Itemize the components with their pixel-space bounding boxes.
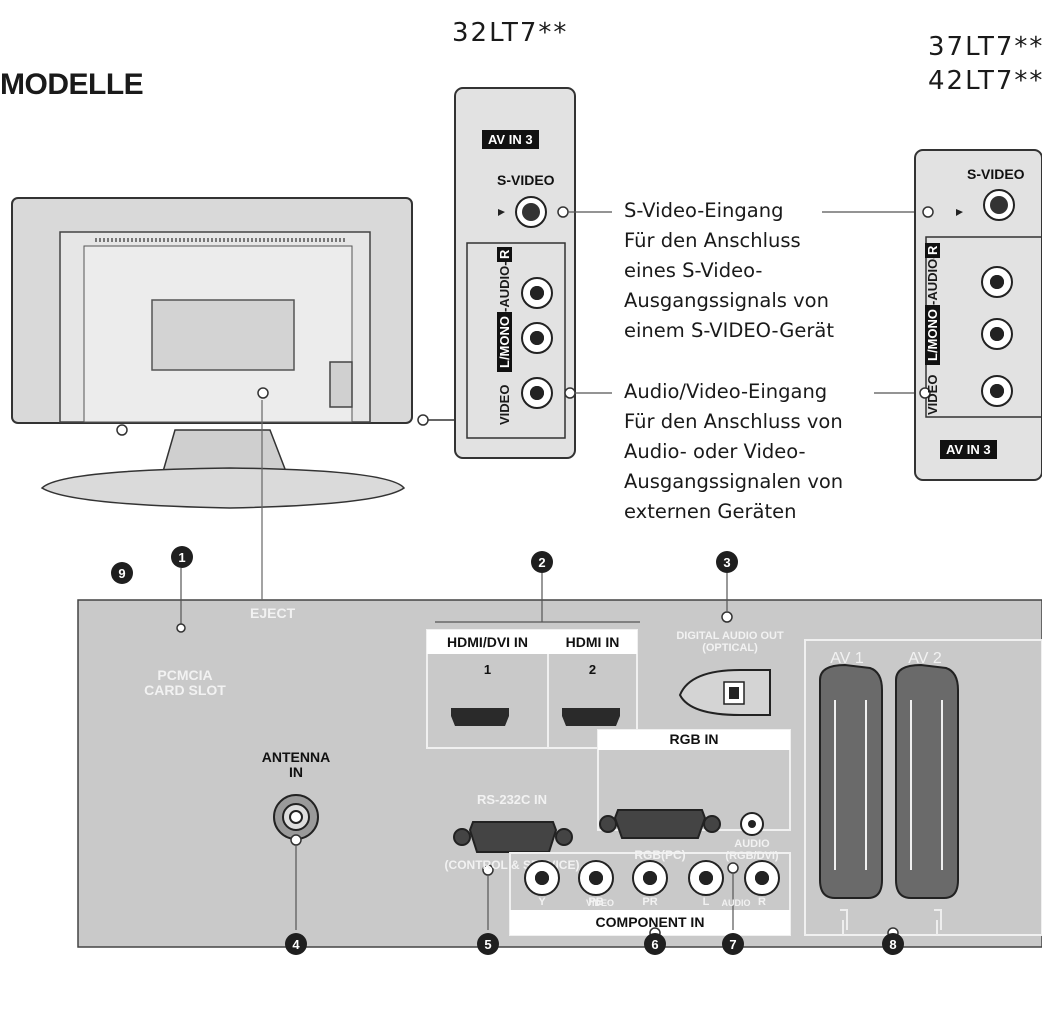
av-desc-line: Audio- oder Video- [624,440,806,463]
model-37lt7: 37LT7** [928,32,1042,62]
antenna-label-line2: IN [289,764,303,780]
av2-label: AV 2 [908,650,942,667]
pcmcia-label-line2: CARD SLOT [144,682,226,698]
s-video-desc-line: einem S-VIDEO-Gerät [624,319,835,342]
av-desc-line: Für den Anschluss von [624,410,843,433]
side-r-label: R [497,246,512,262]
section-title: MODELLE [0,68,144,101]
component-y-jack[interactable] [524,860,560,896]
av1-label: AV 1 [830,650,864,667]
digital-audio-line1: DIGITAL AUDIO OUT [676,630,784,642]
side-audio-label: -AUDIO- [497,261,512,312]
component-audio-l-jack[interactable] [688,860,724,896]
callout-8: 8 [882,933,904,955]
audio-rgb-label: AUDIO (RGB/DVI) [716,838,788,862]
component-audio-r-jack[interactable] [744,860,780,896]
model-42lt7: 42LT7** [928,66,1042,96]
component-pb-label: PB [588,896,604,908]
digital-audio-label: DIGITAL AUDIO OUT (OPTICAL) [660,630,800,654]
side-panel-32-illustration [454,87,576,459]
audio-rgb-line1: AUDIO [734,838,770,850]
back-panel-illustration [77,400,1042,948]
av-description: Audio/Video-Eingang Für den Anschluss vo… [624,377,843,527]
side-audio-l-jack[interactable] [521,322,553,354]
side-video-jack[interactable] [521,377,553,409]
component-pr-jack[interactable] [632,860,668,896]
tv-back-illustration [11,197,455,509]
s-video-desc-line: eines S-Video- [624,259,763,282]
side-lmono-label: L/MONO [497,312,512,372]
av-desc-line: Ausgangssignalen von [624,470,844,493]
callout-2: 2 [531,551,553,573]
av-in3-label-2: AV IN 3 [940,440,997,459]
av-desc-line: externen Geräten [624,500,797,523]
callout-3: 3 [716,551,738,573]
rs232-label: RS-232C IN [476,792,548,807]
component-audio-label: AUDIO [721,898,751,908]
callout-1: 1 [171,546,193,568]
component-in-label: COMPONENT IN [595,914,705,930]
side-audio-r-jack-2[interactable] [981,266,1013,298]
rgb-pc-label: RGB(PC) [634,848,686,862]
s-video-description: S-Video-Eingang Für den Anschluss eines … [624,196,834,346]
callout-5: 5 [477,933,499,955]
side-audio-l-jack-2[interactable] [981,318,1013,350]
control-service-label: (CONTROL & SERVICE) [444,858,580,872]
s-video-heading: S-Video-Eingang [624,199,784,222]
side-audio-r-jack[interactable] [521,277,553,309]
hdmi-1-number: 1 [483,662,492,677]
av-heading: Audio/Video-Eingang [624,380,828,403]
callout-4: 4 [285,933,307,955]
s-video-desc-line: Ausgangssignals von [624,289,829,312]
antenna-label: ANTENNA IN [246,750,346,780]
pcmcia-label: PCMCIA CARD SLOT [130,668,240,698]
antenna-label-line1: ANTENNA [261,749,331,765]
component-l-label: L [702,896,710,908]
hdmi-2-number: 2 [588,662,597,677]
callout-6: 6 [644,933,666,955]
s-video-label: S-VIDEO [497,172,555,188]
callout-9: 9 [111,562,133,584]
s-video-label-2: S-VIDEO [967,166,1025,182]
side-audio-label-2: -AUDIO- [925,254,940,305]
component-y-label: Y [538,896,546,908]
callout-7: 7 [722,933,744,955]
component-pb-jack[interactable] [578,860,614,896]
eject-label: EJECT [250,605,296,621]
side-video-label-2: VIDEO [925,374,940,415]
component-video-label: VIDEO [585,898,614,908]
pcmcia-label-line1: PCMCIA [157,667,213,683]
digital-audio-line2: (OPTICAL) [702,642,758,654]
s-video-desc-line: Für den Anschluss [624,229,801,252]
side-r-label-2: R [925,242,940,258]
hdmi-dvi-label: HDMI/DVI IN [447,634,528,650]
av-in3-label: AV IN 3 [482,130,539,149]
rgb-in-label: RGB IN [669,731,719,747]
side-video-jack-2[interactable] [981,375,1013,407]
audio-rgb-line2: (RGB/DVI) [725,850,779,862]
component-r-label: R [758,896,766,908]
side-video-label: VIDEO [497,384,512,425]
hdmi-label: HDMI IN [565,634,620,650]
component-pr-label: PR [642,896,658,908]
side-lmono-label-2: L/MONO [925,305,940,365]
model-32lt7: 32LT7** [452,18,569,48]
